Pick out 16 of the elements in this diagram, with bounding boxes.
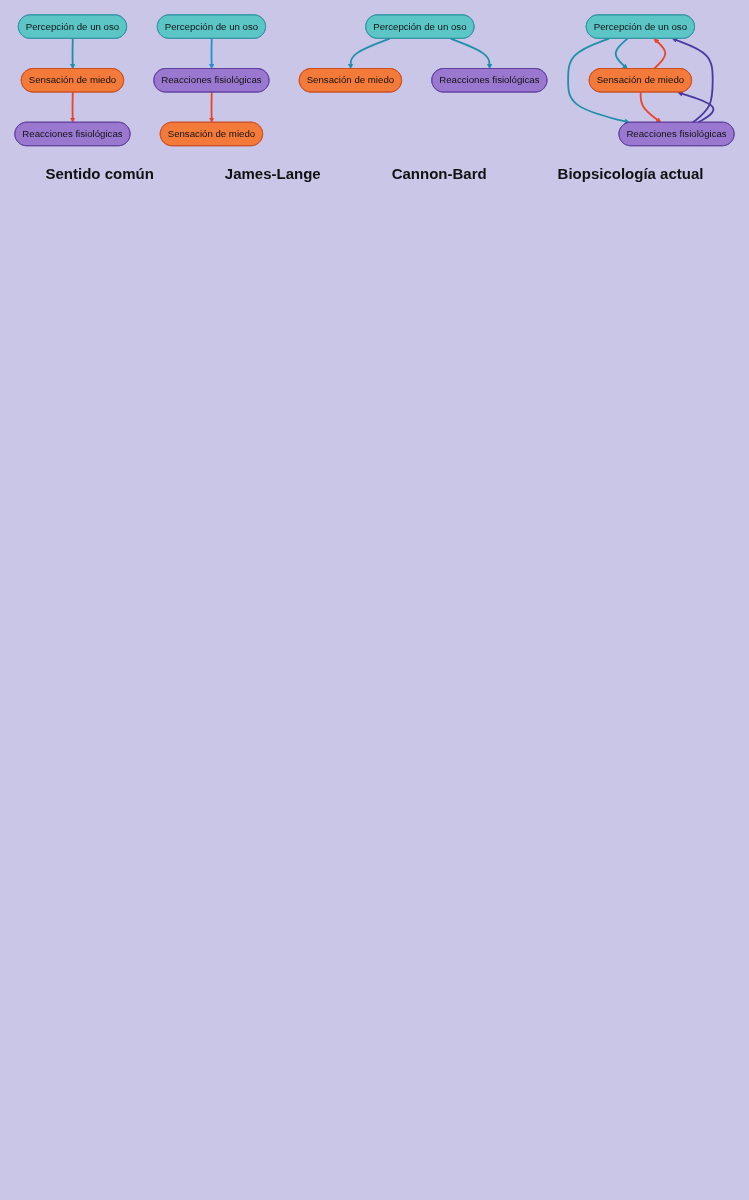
caption-label: Sentido común bbox=[45, 164, 154, 182]
arrow bbox=[347, 37, 391, 70]
arrow bbox=[449, 37, 493, 70]
caption-label: James-Lange bbox=[224, 164, 321, 182]
arrow bbox=[614, 37, 629, 70]
caption-label: Cannon-Bard bbox=[391, 164, 487, 182]
arrow bbox=[653, 38, 667, 70]
arrow bbox=[209, 37, 215, 70]
arrow bbox=[672, 37, 714, 124]
arrow bbox=[209, 91, 215, 123]
arrow bbox=[677, 91, 715, 124]
arrow bbox=[70, 91, 76, 123]
caption-label: Biopsicología actual bbox=[557, 164, 704, 182]
arrow bbox=[70, 37, 76, 70]
arrow bbox=[639, 91, 662, 123]
arrow bbox=[567, 37, 630, 124]
